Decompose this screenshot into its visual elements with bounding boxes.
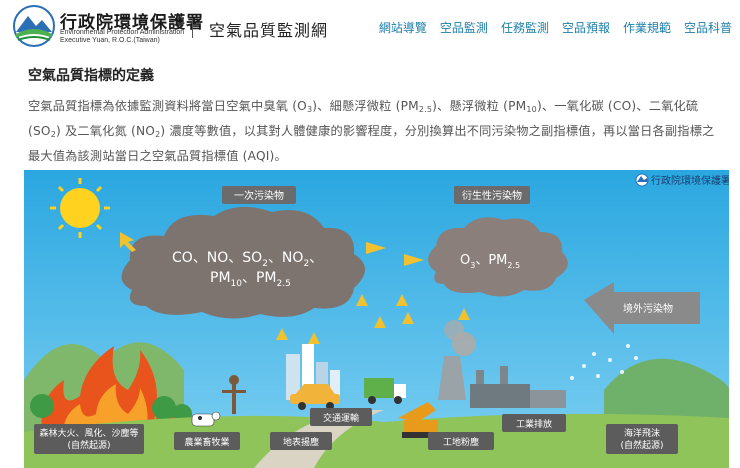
nav-air-forecast[interactable]: 空品預報: [561, 21, 610, 35]
primary-pollutants-label-box: [222, 186, 296, 204]
watermark: 行政院環境保護署: [635, 173, 729, 187]
primary-cloud-line2: PM10、PM2.5: [210, 270, 291, 289]
primary-cloud-line1: CO、NO、SO2、NO2、: [172, 250, 323, 269]
foreign-pollution-arrow: 境外污染物: [584, 282, 700, 334]
secondary-pollutants-label-box: [454, 186, 530, 204]
secondary-pollutant-cloud: O3、PM2.5: [428, 217, 568, 297]
label-sea-spray: 海洋飛沫: [624, 427, 660, 439]
label-forest-fire-origin: (自然起源): [67, 439, 110, 451]
label-livestock: 農業畜牧業: [184, 436, 229, 448]
flow-arrows: [120, 232, 470, 344]
site-header: 行政院環境保護署 Environmental Protection Admini…: [0, 0, 740, 52]
nav-sitemap[interactable]: 網站導覽: [378, 21, 427, 35]
excavator-icon: [398, 402, 442, 438]
aqi-definition-paragraph: 空氣品質指標為依據監測資料將當日空氣中臭氧 (O3)、細懸浮微粒 (PM2.5)…: [28, 99, 715, 163]
nav-task-monitoring[interactable]: 任務監測: [500, 21, 549, 35]
org-english-subtitle: Executive Yuan, R.O.C.(Taiwan): [60, 37, 160, 44]
header-divider: [192, 18, 193, 38]
pollutant-sources-infographic: 行政院環境保護署 一次污染物 衍生性污染物 CO、NO、SO2、NO2、 PM1…: [24, 170, 729, 468]
primary-pollutant-cloud: CO、NO、SO2、NO2、 PM10、PM2.5: [121, 206, 365, 319]
page-title: 空氣品質指標的定義: [28, 68, 154, 84]
secondary-pollutants-label: 衍生性污染物: [462, 189, 522, 202]
factory-icon: [438, 320, 566, 408]
sun-icon: [50, 178, 110, 238]
nav-air-monitoring[interactable]: 空品監測: [439, 21, 488, 35]
nav-operation-rules[interactable]: 作業規範: [622, 21, 671, 35]
source-labels: 森林大火、風化、沙塵等 (自然起源) 農業畜牧業 地表揚塵 交通運輸 工地粉塵 …: [34, 408, 678, 454]
secondary-cloud-text: O3、PM2.5: [460, 253, 520, 270]
label-sea-spray-origin: (自然起源): [620, 439, 663, 451]
sea-spray: [570, 344, 638, 380]
infographic-svg: 行政院環境保護署 一次污染物 衍生性污染物 CO、NO、SO2、NO2、 PM1…: [24, 170, 729, 468]
nav-air-science[interactable]: 空品科普: [683, 21, 732, 35]
primary-pollutants-label: 一次污染物: [234, 189, 284, 202]
label-traffic: 交通運輸: [323, 412, 359, 424]
label-road-dust: 地表揚塵: [283, 436, 319, 448]
livestock-icon: [191, 375, 246, 427]
label-forest-fire: 森林大火、風化、沙塵等: [39, 427, 138, 439]
label-construction: 工地粉塵: [443, 436, 479, 448]
car-icon: [290, 384, 340, 410]
site-title[interactable]: 空氣品質監測網: [209, 21, 329, 40]
foreign-pollution-label: 境外污染物: [623, 302, 673, 315]
truck-icon: [364, 378, 406, 404]
label-industry: 工業排放: [516, 418, 552, 430]
org-english-name: Environmental Protection Administration: [60, 29, 185, 36]
main-nav: 網站導覽 空品監測 任務監測 空品預報 作業規範 空品科普: [379, 19, 732, 36]
watermark-text: 行政院環境保護署: [651, 174, 729, 187]
org-name: 行政院環境保護署: [60, 13, 204, 33]
epa-logo-icon[interactable]: [10, 4, 58, 48]
